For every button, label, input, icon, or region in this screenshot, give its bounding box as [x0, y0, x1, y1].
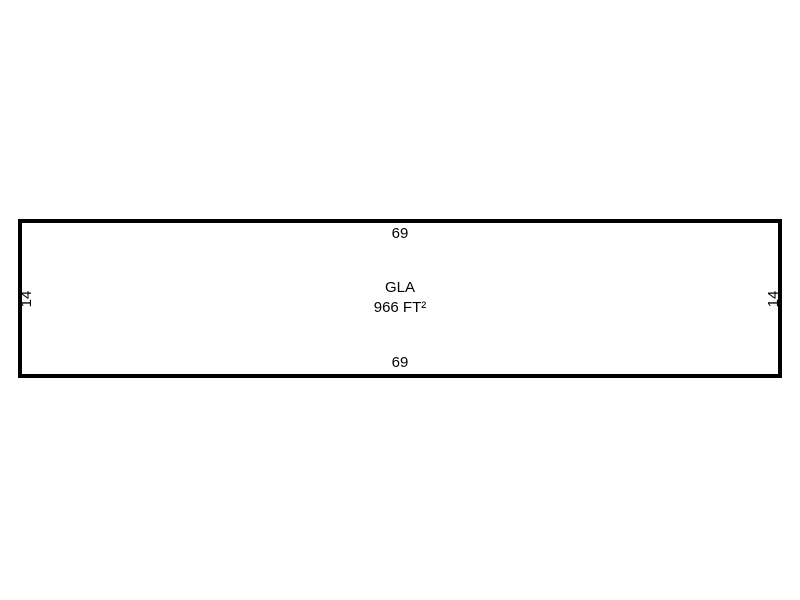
room-area-label: 966 FT²: [373, 298, 427, 316]
room-center-text: GLA 966 FT²: [22, 278, 778, 318]
dimension-label-bottom: 69: [391, 354, 409, 371]
gla-room-outline: 69 69 14 14 GLA 966 FT²: [18, 219, 782, 378]
room-label: GLA: [384, 278, 415, 296]
dimension-label-top: 69: [391, 225, 409, 242]
